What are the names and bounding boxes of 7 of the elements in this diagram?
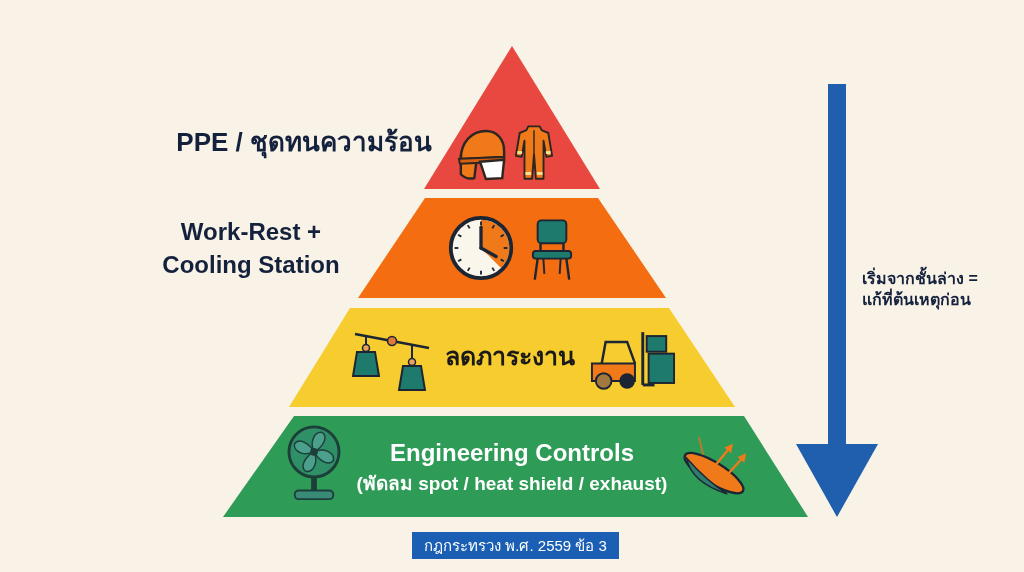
tier-label: PPE / ชุดทนความร้อน [176,126,432,159]
tier-label: ลดภาระงาน [445,341,575,372]
tier-description: (พัดลม spot / heat shield / exhaust) [356,472,668,496]
reference-badge: กฎกระทรวง พ.ศ. 2559 ข้อ 3 [412,532,619,559]
arrow-caption: เริ่มจากชั้นล่าง = แก้ที่ต้นเหตุก่อน [862,268,1002,310]
tier-label: Engineering Controls [390,438,634,468]
tier-label: Work-Rest + Cooling Station [161,217,341,280]
